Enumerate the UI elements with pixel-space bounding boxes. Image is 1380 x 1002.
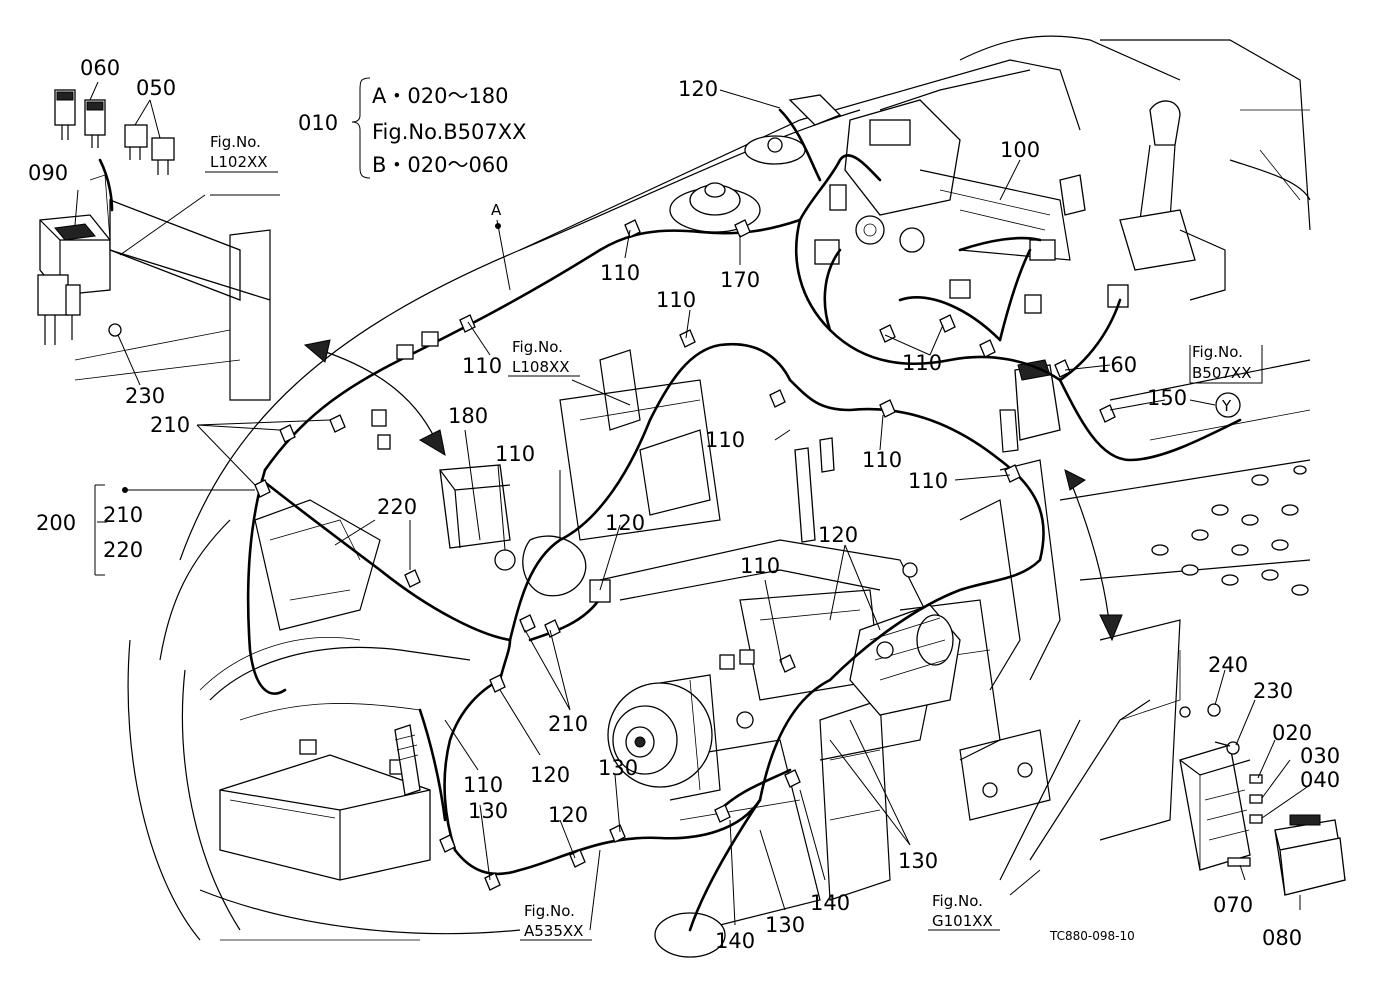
filler-cap-170: [669, 182, 761, 233]
bolt-240: [1179, 703, 1221, 718]
group-fig-label: Fig.No.B507XX: [372, 120, 527, 144]
fuse-050-pair: [124, 124, 175, 175]
relay-box-180: [439, 464, 587, 597]
callout-120-bottom: 120: [548, 803, 588, 827]
fuse-box-080: [1274, 814, 1346, 896]
callout-labels: 010 A・020～180 Fig.No.B507XX B・020～060 06…: [28, 56, 1340, 953]
fuse-060-pair: [54, 89, 106, 148]
callout-130-b: 130: [468, 799, 508, 823]
harness-clamps: [254, 219, 1116, 891]
callout-150: 150: [1147, 386, 1187, 410]
callout-200: 200: [36, 511, 76, 535]
route-markers: [495, 223, 1241, 418]
callout-210-bottom: 210: [548, 712, 588, 736]
callout-110-g: 110: [862, 448, 902, 472]
relay-block-090: [37, 214, 111, 345]
callout-100: 100: [1000, 138, 1040, 162]
callout-110-j: 110: [463, 773, 503, 797]
group-brace-010: [351, 77, 371, 179]
callout-170: 170: [720, 268, 760, 292]
callout-110-a: 110: [495, 442, 535, 466]
callout-140-a: 140: [810, 891, 850, 915]
callout-120-top: 120: [678, 77, 718, 101]
fig-ref-a535-line2: A535XX: [524, 922, 583, 940]
figure-references: Fig.No. L102XX Fig.No. L108XX Fig.No. B5…: [210, 133, 1251, 940]
callout-110-b: 110: [462, 354, 502, 378]
callout-010: 010: [298, 111, 338, 135]
wiring-harness: [98, 108, 1242, 932]
tractor-body-outline: [127, 35, 1311, 958]
callout-130-a: 130: [598, 756, 638, 780]
fuse-block-070: [1179, 744, 1263, 871]
controller-unit-100: [844, 99, 1071, 261]
callout-040: 040: [1300, 768, 1340, 792]
callout-210-top: 210: [150, 413, 190, 437]
fig-ref-g101-line2: G101XX: [932, 912, 993, 930]
callout-130-d: 130: [898, 849, 938, 873]
callout-210-group: 210: [103, 503, 143, 527]
callout-090: 090: [28, 161, 68, 185]
group-a-label: A・020～180: [372, 84, 509, 108]
callout-120-mid: 120: [605, 511, 645, 535]
callout-110-d: 110: [656, 288, 696, 312]
battery: [219, 724, 431, 881]
drawing-code: TC880-098-10: [1049, 929, 1135, 943]
temp-sensor: [794, 437, 918, 578]
callout-110-c: 110: [600, 261, 640, 285]
callout-160: 160: [1097, 353, 1137, 377]
fig-ref-l108-line1: Fig.No.: [512, 338, 563, 356]
fig-ref-l102-line2: L102XX: [210, 153, 268, 171]
callout-240: 240: [1208, 653, 1248, 677]
callout-030: 030: [1300, 744, 1340, 768]
route-a-connectors: [371, 331, 755, 670]
fig-ref-a535-line1: Fig.No.: [524, 902, 575, 920]
fig-ref-g101-line1: Fig.No.: [932, 892, 983, 910]
callout-180: 180: [448, 404, 488, 428]
callout-120-lower: 120: [530, 763, 570, 787]
callout-050: 050: [136, 76, 176, 100]
mounting-bracket-l102: [74, 174, 271, 401]
gear-lever: [1059, 100, 1226, 308]
callout-130-c: 130: [765, 913, 805, 937]
alternator: [607, 674, 754, 801]
callout-230-left: 230: [125, 384, 165, 408]
fig-ref-b507-line2: B507XX: [1192, 364, 1251, 382]
reference-dot: [122, 487, 128, 493]
fig-reference-underlines: [205, 171, 1263, 941]
callout-020: 020: [1272, 721, 1312, 745]
fig-ref-l102-line1: Fig.No.: [210, 133, 261, 151]
callout-220-group: 220: [103, 538, 143, 562]
route-marker-labels: A Y: [491, 201, 1232, 415]
callout-220: 220: [377, 495, 417, 519]
callout-110-f: 110: [705, 428, 745, 452]
callout-230-right: 230: [1253, 679, 1293, 703]
callout-110-i: 110: [740, 554, 780, 578]
callout-110-h: 110: [908, 469, 948, 493]
callout-080: 080: [1262, 926, 1302, 950]
callout-060: 060: [80, 56, 120, 80]
route-y-label: Y: [1221, 397, 1232, 415]
group-b-label: B・020～060: [372, 153, 509, 177]
callout-070: 070: [1213, 893, 1253, 917]
gauge-cluster: [814, 184, 1042, 314]
callout-110-e: 110: [902, 351, 942, 375]
fig-ref-b507-line1: Fig.No.: [1192, 343, 1243, 361]
upper-sensor-120: [744, 94, 842, 165]
fig-ref-l108-line2: L108XX: [512, 358, 570, 376]
route-a-label: A: [491, 201, 502, 219]
starter-motor: [849, 604, 961, 716]
detail-arrows: [303, 339, 1123, 642]
leader-lines: [74, 81, 1311, 931]
callout-140-b: 140: [715, 929, 755, 953]
callout-120-center: 120: [818, 523, 858, 547]
